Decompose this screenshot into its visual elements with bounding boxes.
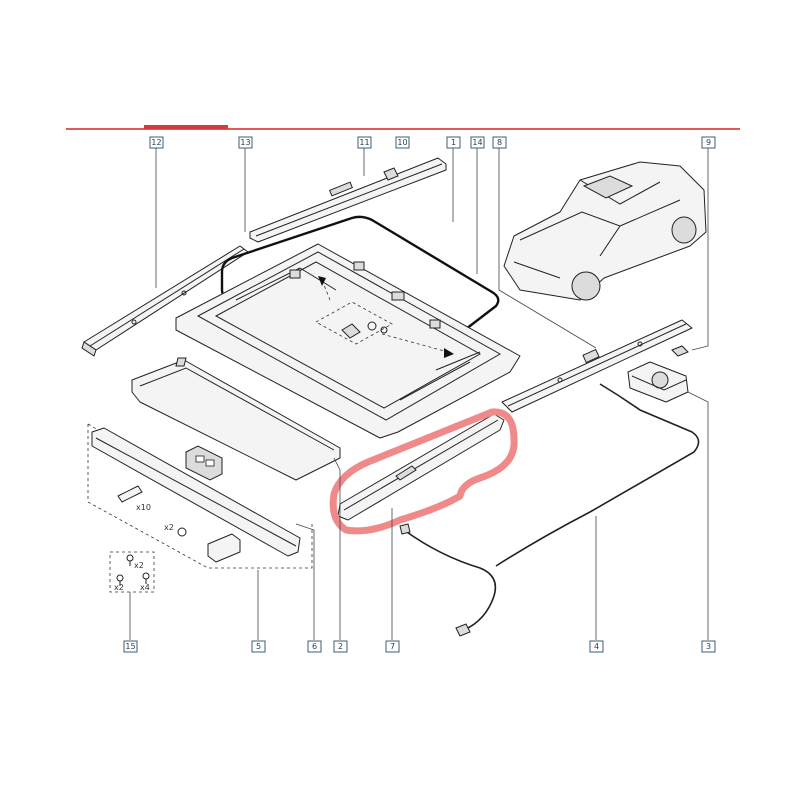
highlight-loop: [329, 408, 518, 535]
callout-12: 12: [149, 136, 164, 149]
svg-text:7: 7: [390, 642, 395, 651]
callout-10: 10: [395, 136, 410, 149]
callout-15: 15: [123, 640, 138, 653]
svg-text:12: 12: [151, 138, 161, 147]
callout-1: 1: [446, 136, 461, 149]
callout-2: 2: [333, 640, 348, 653]
qty-screw-c: x4: [140, 583, 150, 592]
qty-screw-a: x2: [134, 561, 144, 570]
callout-5: 5: [251, 640, 266, 653]
callout-14: 14: [470, 136, 485, 149]
svg-text:6: 6: [312, 642, 317, 651]
car-with-sunroof-icon: [503, 161, 707, 301]
callout-11: 11: [357, 136, 372, 149]
front-trim-strip: [249, 157, 447, 243]
qty-clips: x10: [136, 503, 151, 512]
svg-text:15: 15: [125, 642, 135, 651]
svg-text:5: 5: [256, 642, 261, 651]
svg-text:2: 2: [338, 642, 343, 651]
svg-text:3: 3: [706, 642, 711, 651]
callout-3: 3: [701, 640, 716, 653]
svg-text:8: 8: [497, 138, 502, 147]
qty-caps: x2: [164, 523, 174, 532]
svg-text:11: 11: [359, 138, 369, 147]
callout-6: 6: [307, 640, 322, 653]
callout-13: 13: [238, 136, 253, 149]
right-roof-rail: [501, 319, 693, 413]
header-rule: [66, 125, 740, 130]
callout-8: 8: [492, 136, 507, 149]
svg-text:14: 14: [472, 138, 482, 147]
leader-lines: [129, 148, 709, 640]
small-clip: [383, 167, 399, 181]
svg-text:10: 10: [397, 138, 407, 147]
callout-4: 4: [589, 640, 604, 653]
drive-cable: [399, 383, 700, 637]
wind-deflector: [131, 357, 341, 481]
trim-kit-group: [87, 423, 313, 569]
rail-clip: [671, 345, 689, 357]
svg-text:4: 4: [594, 642, 599, 651]
qty-screw-b: x2: [114, 583, 124, 592]
svg-text:13: 13: [240, 138, 250, 147]
callout-7: 7: [385, 640, 400, 653]
svg-text:9: 9: [706, 138, 711, 147]
screw-set: [109, 551, 155, 593]
sunroof-motor: [627, 361, 689, 403]
callout-9: 9: [701, 136, 716, 149]
sunroof-frame: [175, 243, 521, 439]
svg-text:1: 1: [451, 138, 456, 147]
